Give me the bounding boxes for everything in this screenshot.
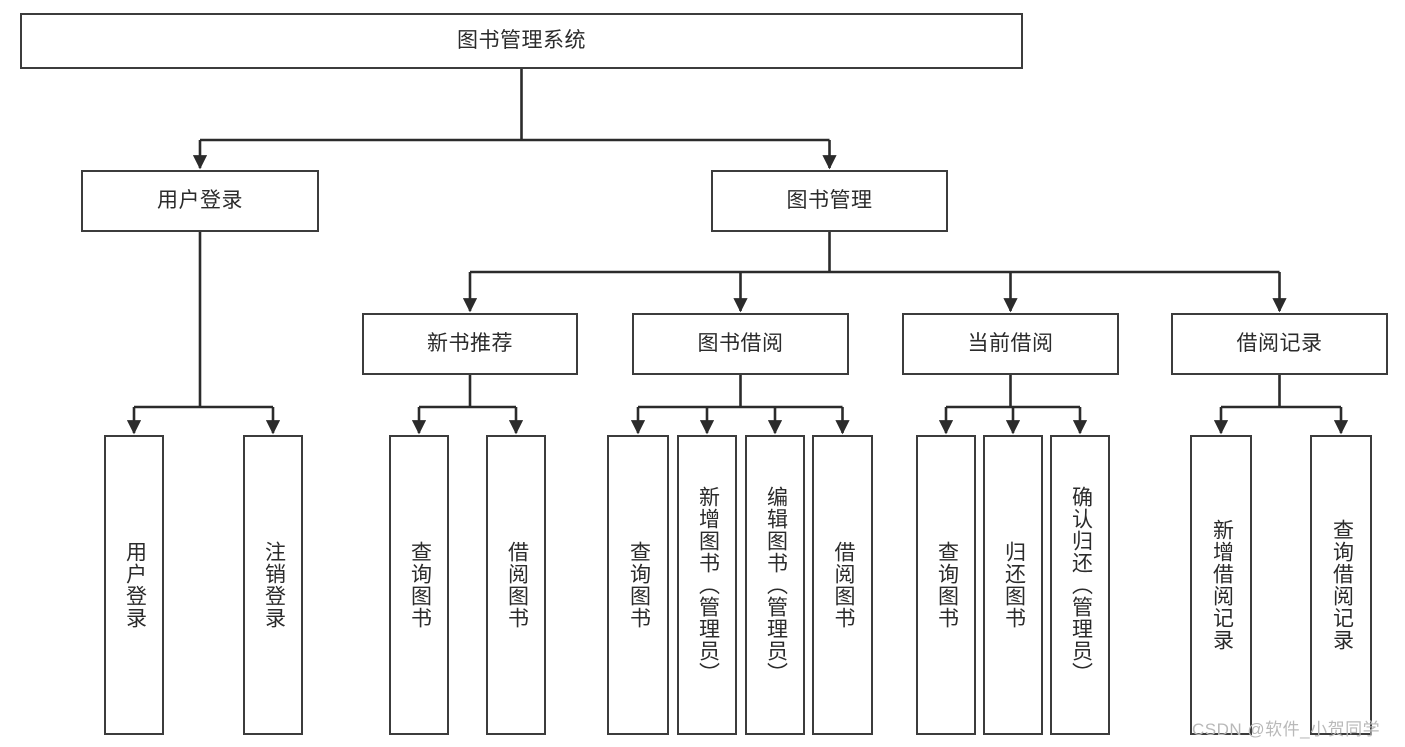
node-l-login: 用户登录 — [104, 435, 164, 735]
node-label: 确认归还（管理员） — [1069, 486, 1093, 684]
node-l-b1: 借阅图书 — [486, 435, 546, 735]
node-label: 注销登录 — [262, 541, 286, 629]
watermark-label: CSDN @软件_小贺同学 — [1192, 720, 1381, 739]
node-label: 归还图书 — [1002, 541, 1026, 629]
node-l-q3: 查询图书 — [916, 435, 976, 735]
node-root: 图书管理系统 — [20, 13, 1023, 69]
node-label: 图书管理系统 — [457, 29, 586, 53]
node-label: 查询图书 — [935, 541, 959, 629]
node-label: 当前借阅 — [967, 332, 1054, 356]
node-label: 用户登录 — [123, 541, 147, 629]
node-l-qrec: 查询借阅记录 — [1310, 435, 1372, 735]
node-label: 编辑图书（管理员） — [764, 486, 788, 684]
node-l-confirm: 确认归还（管理员） — [1050, 435, 1110, 735]
node-l-q1: 查询图书 — [389, 435, 449, 735]
node-label: 用户登录 — [157, 189, 243, 213]
node-label: 借阅记录 — [1236, 332, 1323, 356]
node-l-b2: 借阅图书 — [812, 435, 873, 735]
node-bookmgmt: 图书管理 — [711, 170, 948, 232]
node-label: 借阅图书 — [505, 541, 529, 629]
node-label: 新增图书（管理员） — [696, 486, 720, 684]
node-label: 新增借阅记录 — [1210, 519, 1234, 651]
node-borrow: 图书借阅 — [632, 313, 849, 375]
node-label: 借阅图书 — [831, 541, 855, 629]
node-label: 图书借阅 — [697, 332, 784, 356]
node-l-q2: 查询图书 — [607, 435, 669, 735]
node-l-edit: 编辑图书（管理员） — [745, 435, 805, 735]
node-login: 用户登录 — [81, 170, 319, 232]
node-l-return: 归还图书 — [983, 435, 1043, 735]
node-label: 查询图书 — [627, 541, 651, 629]
node-l-add: 新增图书（管理员） — [677, 435, 737, 735]
node-label: 新书推荐 — [427, 332, 513, 356]
node-records: 借阅记录 — [1171, 313, 1388, 375]
node-l-addrec: 新增借阅记录 — [1190, 435, 1252, 735]
node-newbook: 新书推荐 — [362, 313, 578, 375]
node-label: 查询借阅记录 — [1330, 519, 1354, 651]
node-current: 当前借阅 — [902, 313, 1119, 375]
node-label: 图书管理 — [786, 189, 873, 213]
node-l-logout: 注销登录 — [243, 435, 303, 735]
node-label: 查询图书 — [408, 541, 432, 629]
